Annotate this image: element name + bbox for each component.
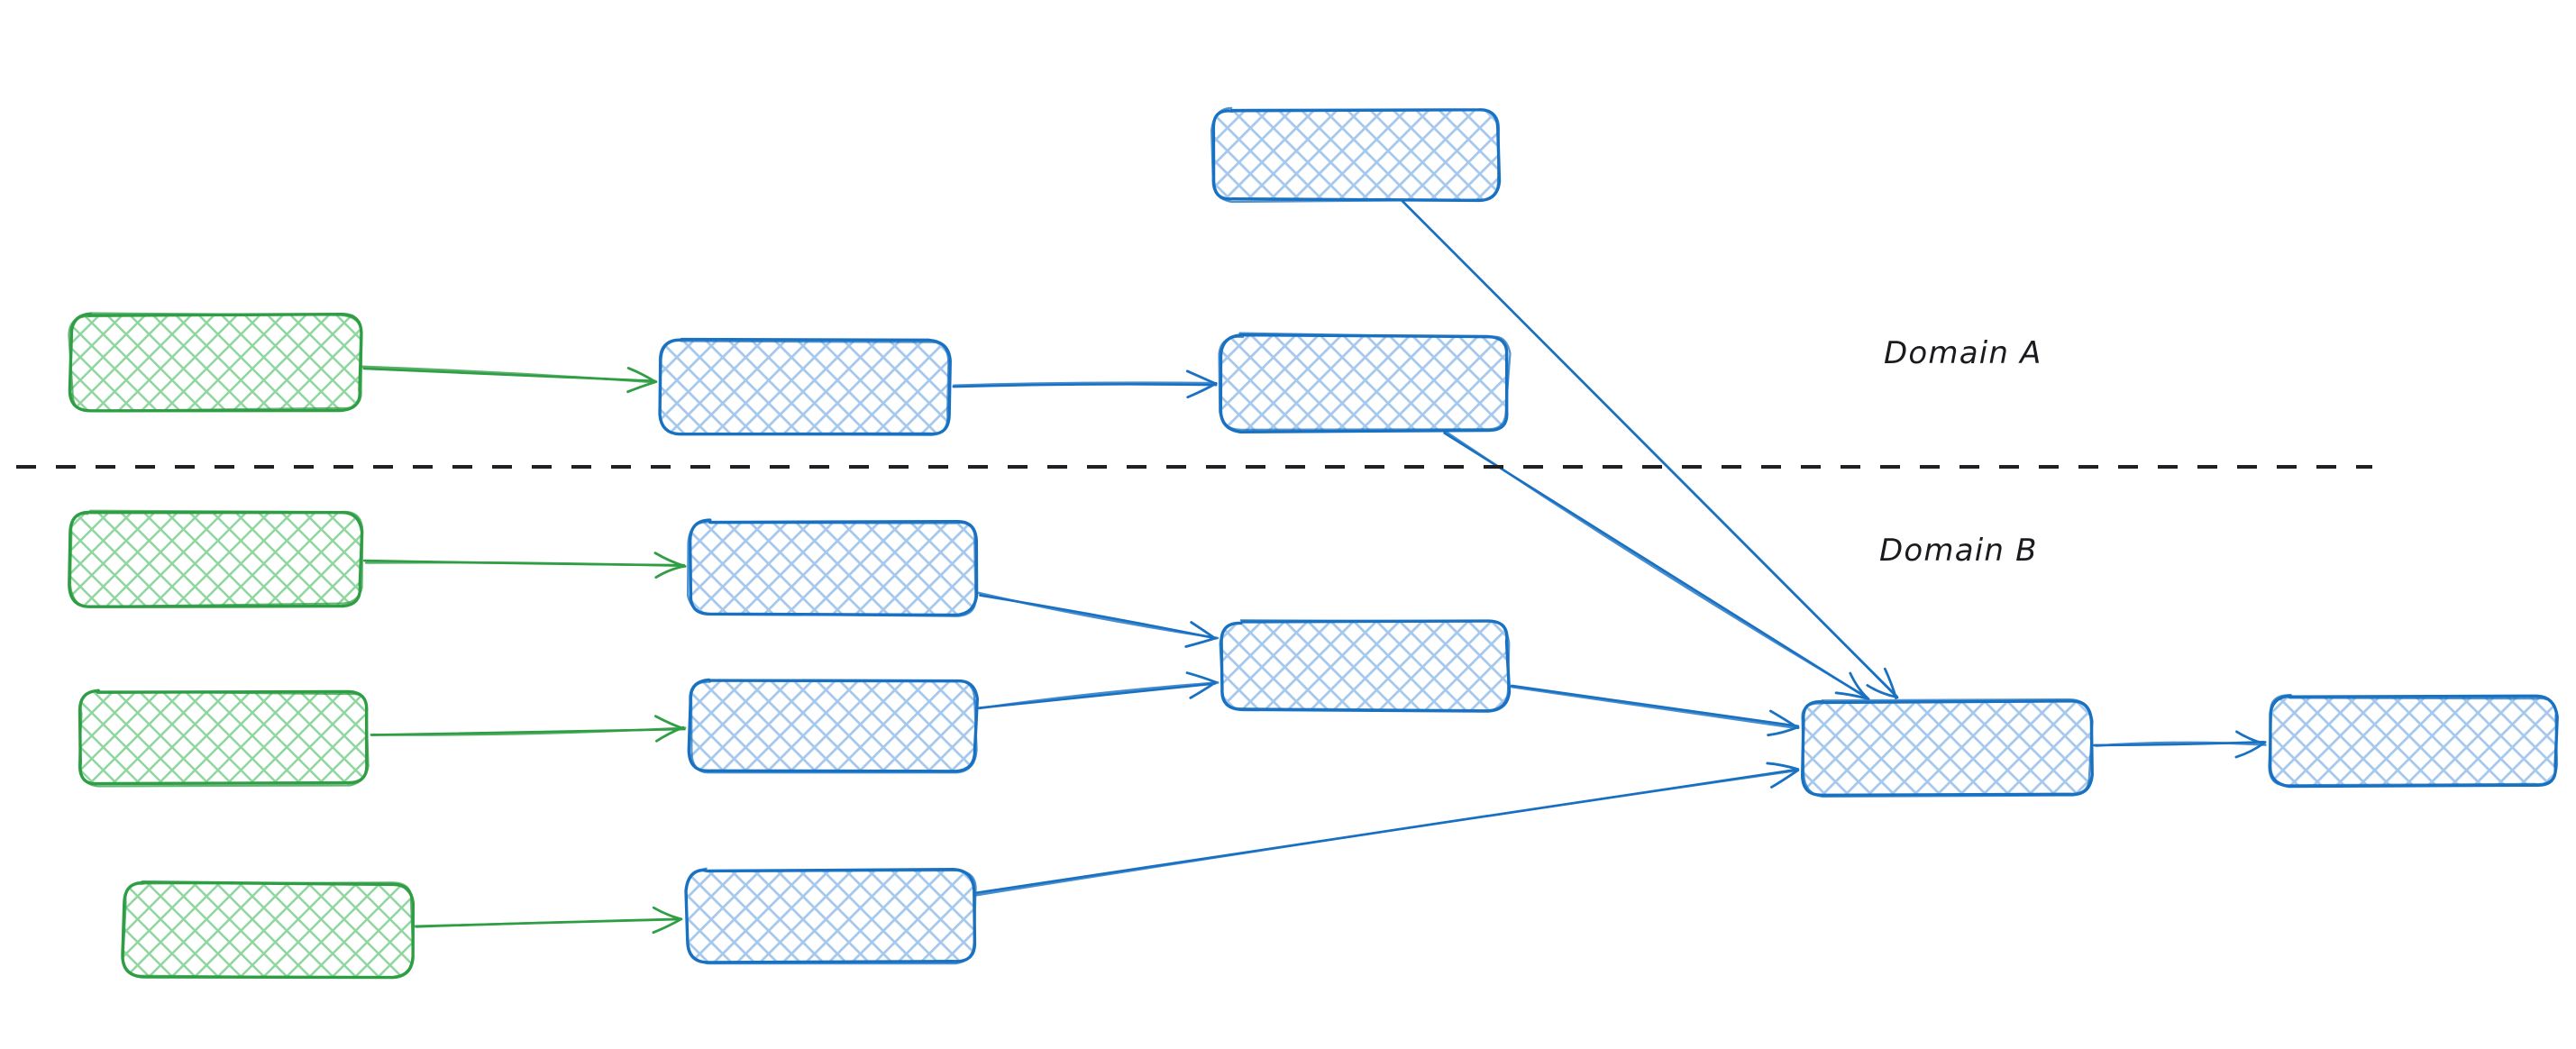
- node-green-a1[interactable]: [68, 312, 363, 413]
- node-outline: [658, 339, 950, 436]
- node-outline: [122, 880, 415, 979]
- edge-e11[interactable]: [973, 762, 1800, 897]
- edge-arrowhead: [652, 917, 683, 935]
- edge-shaft: [413, 917, 681, 928]
- edge-e7[interactable]: [413, 906, 683, 935]
- edge-arrowhead: [1190, 621, 1217, 640]
- edge-arrowhead: [652, 906, 683, 921]
- edge-arrowhead: [1185, 671, 1218, 684]
- node-blue-b6[interactable]: [2268, 694, 2559, 789]
- edge-e6[interactable]: [370, 715, 687, 743]
- edge-shaft: [365, 561, 686, 568]
- node-outline: [78, 689, 370, 788]
- edge-shaft: [952, 381, 1217, 388]
- node-fill: [123, 883, 412, 977]
- domain-a-label: Domain A: [1884, 335, 2042, 371]
- node-blue-b4[interactable]: [1219, 619, 1512, 713]
- edge-arrowhead: [1849, 671, 1868, 699]
- node-fill: [1221, 335, 1508, 431]
- edge-e10[interactable]: [1510, 684, 1800, 737]
- node-outline: [1801, 698, 2094, 798]
- edge-shaft: [1510, 685, 1798, 730]
- node-outline: [69, 509, 364, 608]
- edge-arrowhead: [654, 564, 686, 579]
- edge-e3[interactable]: [1401, 199, 1899, 700]
- edge-arrowhead: [626, 367, 657, 383]
- edges-layer: [361, 199, 2267, 935]
- edge-arrowhead: [626, 380, 658, 394]
- node-fill: [690, 521, 976, 615]
- edge-arrowhead: [1767, 725, 1800, 737]
- node-fill: [1803, 701, 2091, 795]
- node-fill: [661, 341, 949, 434]
- node-outline: [1218, 332, 1512, 431]
- edge-arrowhead: [1189, 680, 1217, 699]
- node-outline: [658, 337, 952, 436]
- edge-shaft: [361, 365, 655, 384]
- node-blue-b3[interactable]: [684, 867, 977, 965]
- node-blue-b2[interactable]: [687, 678, 980, 774]
- edge-e12[interactable]: [2093, 730, 2267, 759]
- node-blue-b5[interactable]: [1801, 698, 2094, 798]
- edge-arrowhead: [1883, 667, 1897, 700]
- edge-e9[interactable]: [977, 671, 1219, 710]
- edge-e2[interactable]: [952, 369, 1218, 399]
- edge-arrowhead: [1770, 769, 1800, 789]
- nodes-layer: [68, 106, 2559, 980]
- edge-shaft: [2095, 741, 2267, 747]
- node-blue-a2[interactable]: [1218, 332, 1512, 434]
- node-blue-a1[interactable]: [658, 337, 952, 436]
- edge-e5[interactable]: [362, 552, 687, 579]
- node-green-b3[interactable]: [121, 880, 416, 980]
- edge-arrowhead: [1834, 691, 1870, 700]
- node-outline: [690, 679, 978, 774]
- edge-shaft: [1401, 199, 1898, 698]
- edge-shaft: [977, 591, 1219, 640]
- node-outline: [2268, 694, 2559, 787]
- node-fill: [690, 680, 976, 771]
- node-fill: [1212, 110, 1499, 200]
- edge-e4[interactable]: [1443, 430, 1870, 700]
- node-outline: [1219, 619, 1511, 712]
- node-outline: [684, 867, 977, 965]
- edge-arrowhead: [2235, 730, 2265, 745]
- edge-arrowhead: [1768, 709, 1800, 730]
- node-fill: [687, 870, 973, 962]
- edge-shaft: [1510, 684, 1800, 728]
- node-outline: [1219, 333, 1509, 434]
- node-green-b2[interactable]: [78, 689, 370, 788]
- edge-shaft: [978, 681, 1219, 710]
- node-fill: [70, 315, 361, 410]
- domain-b-label: Domain B: [1879, 533, 2038, 569]
- edge-e1[interactable]: [361, 365, 658, 394]
- node-fill: [1221, 622, 1508, 710]
- edge-shaft: [1443, 430, 1868, 698]
- node-fill: [70, 512, 361, 606]
- node-fill: [79, 692, 368, 784]
- edge-arrowhead: [653, 552, 687, 568]
- node-blue-a3[interactable]: [1210, 106, 1502, 204]
- edge-arrowhead: [1185, 369, 1217, 386]
- node-blue-b1[interactable]: [686, 518, 979, 617]
- node-green-b1[interactable]: [68, 509, 364, 608]
- node-outline: [686, 521, 977, 617]
- node-fill: [2270, 697, 2556, 785]
- node-outline: [68, 312, 363, 413]
- edge-arrowhead: [654, 715, 685, 730]
- node-outline: [1210, 106, 1500, 204]
- edge-shaft: [370, 726, 687, 736]
- edge-shaft: [973, 769, 1800, 897]
- edge-e8[interactable]: [977, 591, 1219, 648]
- edge-shaft: [952, 383, 1218, 388]
- edge-arrowhead: [1186, 381, 1218, 399]
- edge-arrowhead: [1184, 636, 1218, 648]
- edge-arrowhead: [1766, 762, 1800, 771]
